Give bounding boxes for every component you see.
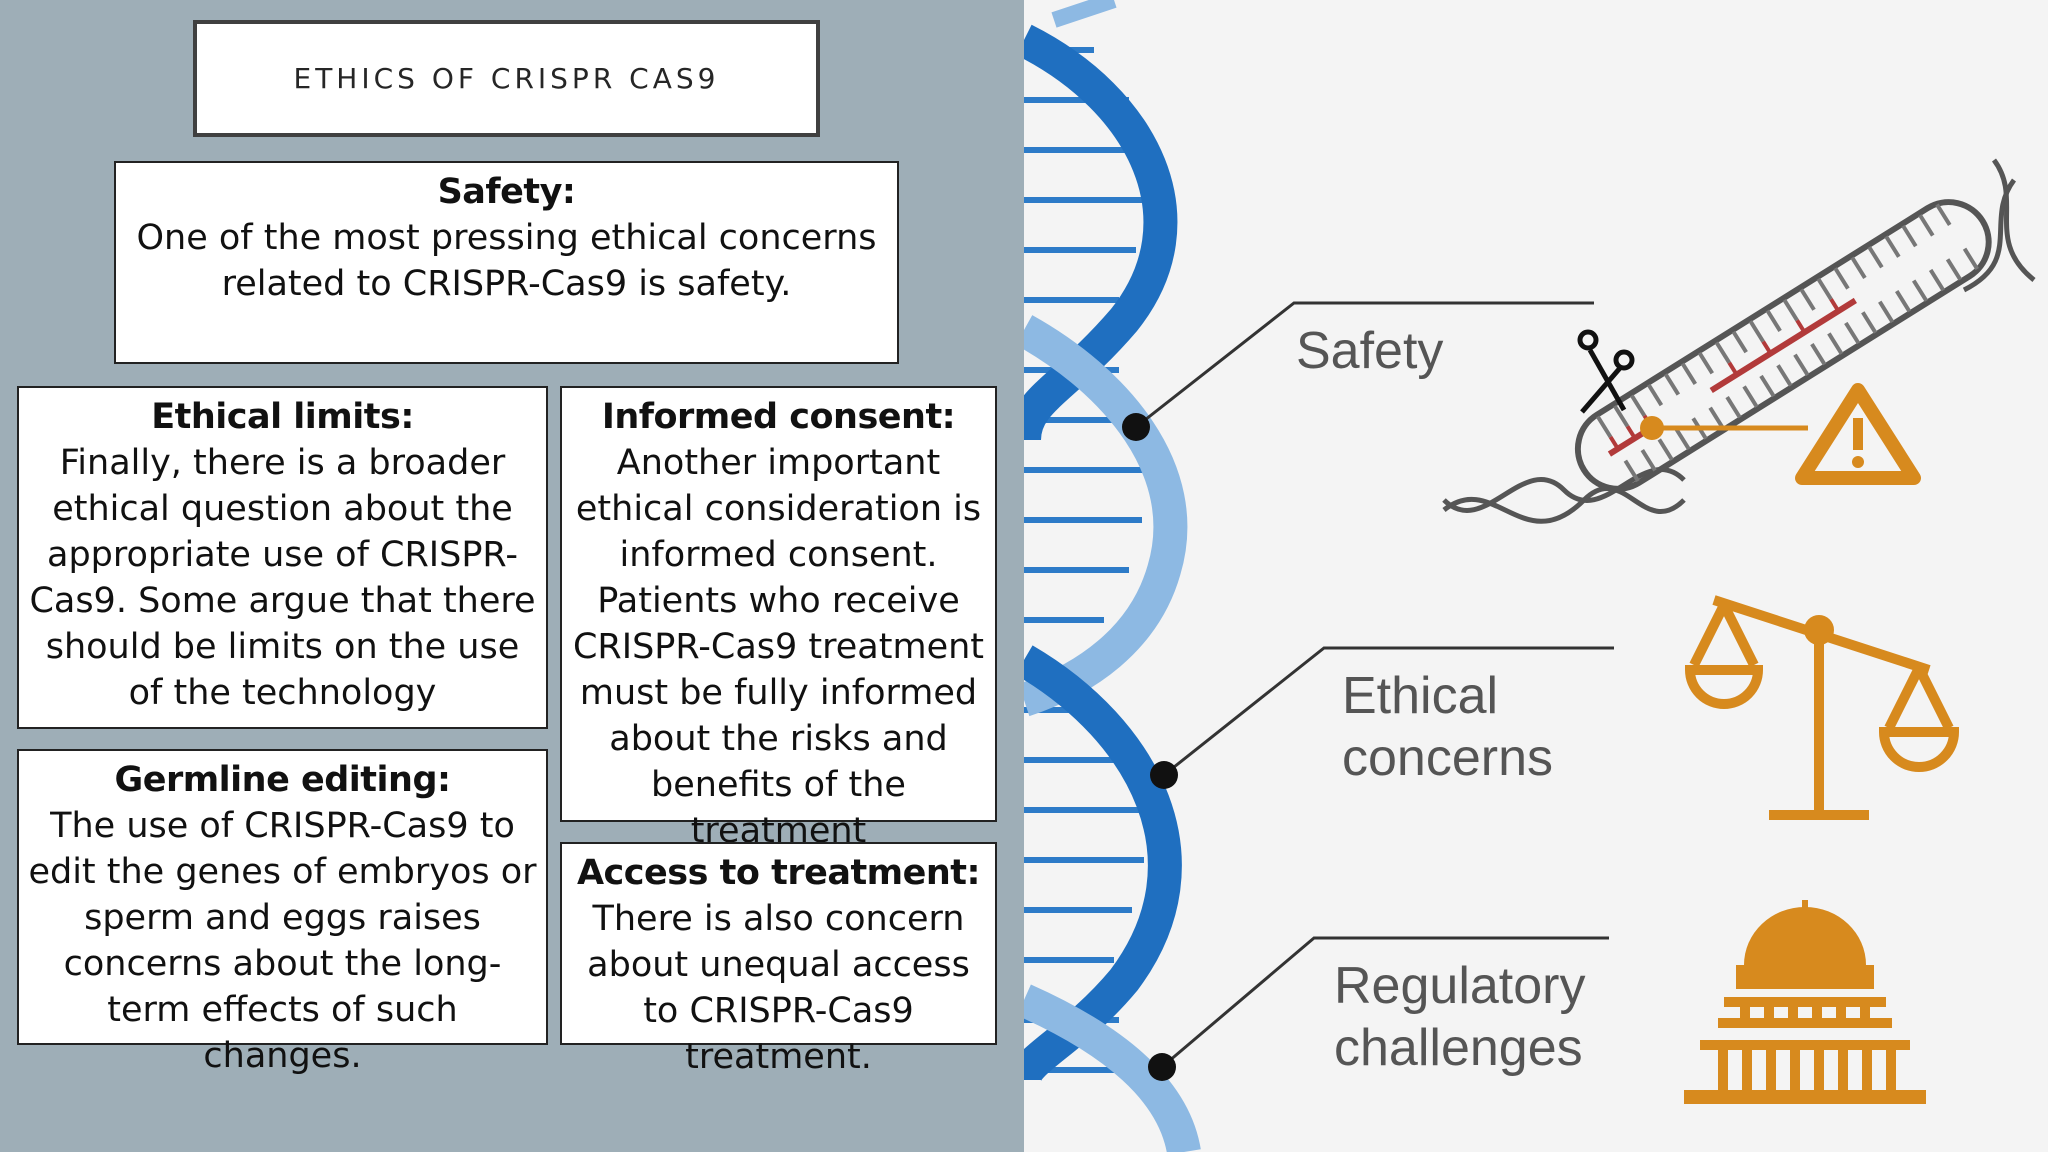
safety-heading: Safety:: [437, 172, 576, 212]
scales-icon: [1684, 595, 1960, 820]
crispr-illustration: [1024, 0, 2036, 1152]
slide-title-box: ETHICS OF CRISPR CAS9: [193, 20, 820, 137]
left-panel: ETHICS OF CRISPR CAS9 Safety: One of the…: [0, 0, 1024, 1152]
ethical-limits-card: Ethical limits: Finally, there is a broa…: [17, 386, 548, 729]
informed-consent-text: Another important ethical consideration …: [572, 443, 985, 851]
access-to-treatment-card: Access to treatment: There is also conce…: [560, 842, 997, 1077]
informed-consent-card: Informed consent: Another important ethi…: [560, 386, 997, 851]
ethical-label-line2: concerns: [1342, 729, 1553, 787]
germline-editing-card: Germline editing: The use of CRISPR-Cas9…: [17, 749, 548, 1076]
safety-text: One of the most pressing ethical concern…: [136, 218, 877, 304]
regulatory-label-line2: challenges: [1334, 1019, 1583, 1077]
ethical-label-line1: Ethical: [1342, 667, 1499, 725]
connector-lines: [1135, 301, 1614, 1069]
dna-helix-icon: [1024, 0, 1201, 1152]
regulatory-label-line1: Regulatory: [1334, 957, 1586, 1015]
access-heading: Access to treatment:: [576, 853, 981, 893]
dna-scissors-icon: [1442, 158, 2036, 524]
informed-consent-heading: Informed consent:: [601, 397, 956, 437]
germline-editing-heading: Germline editing:: [114, 760, 451, 800]
ethical-limits-heading: Ethical limits:: [151, 397, 414, 437]
safety-label: Safety: [1296, 322, 1444, 380]
capitol-building-icon: [1684, 900, 1926, 1104]
safety-card: Safety: One of the most pressing ethical…: [114, 161, 899, 364]
ethical-limits-text: Finally, there is a broader ethical ques…: [29, 443, 536, 713]
warning-icon: [1640, 383, 1921, 485]
illustration-panel: Safety Ethical concerns Regulatory chall…: [1024, 0, 2048, 1152]
germline-editing-text: The use of CRISPR-Cas9 to edit the genes…: [28, 806, 537, 1076]
access-text: There is also concern about unequal acce…: [587, 899, 970, 1077]
slide-title: ETHICS OF CRISPR CAS9: [293, 62, 720, 95]
